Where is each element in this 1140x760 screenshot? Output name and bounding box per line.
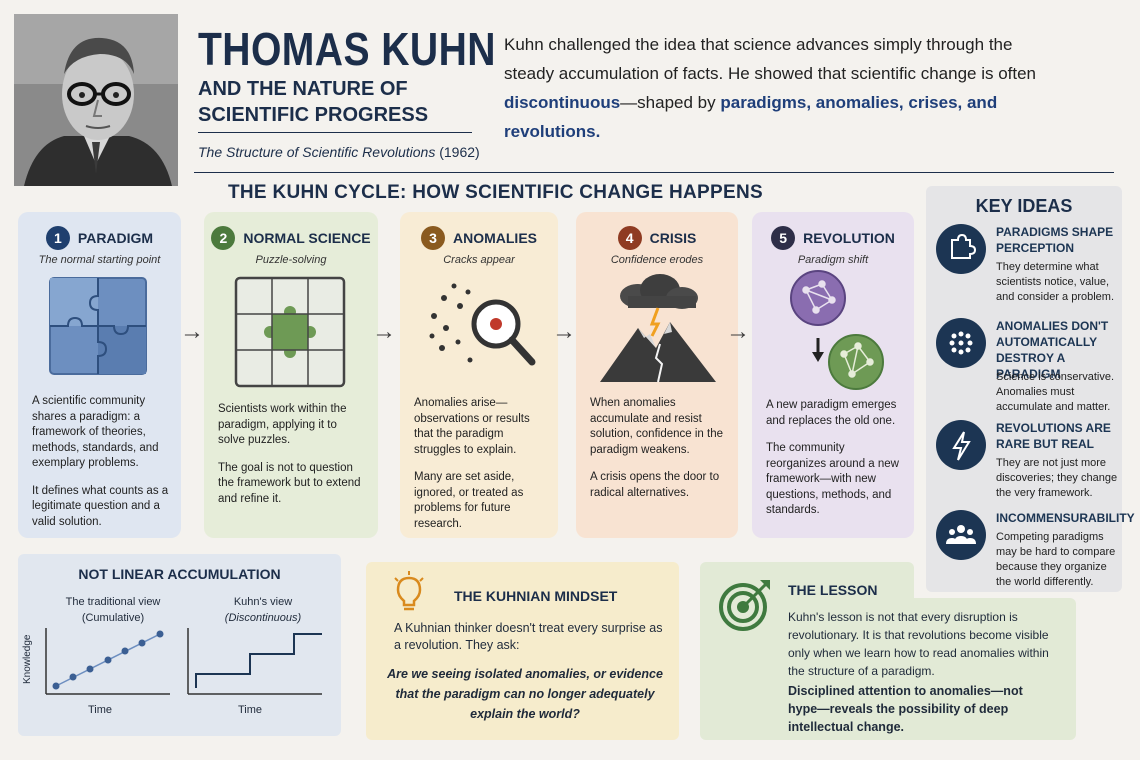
stage-paragraph-1: Scientists work within the paradigm, app… <box>218 403 347 446</box>
lightbulb-icon <box>394 571 424 611</box>
target-icon <box>719 580 770 631</box>
page-subtitle: AND THE NATURE OF SCIENTIFIC PROGRESS <box>198 76 468 128</box>
key-ideas-title: KEY IDEAS <box>975 196 1073 216</box>
lightning-icon <box>936 420 986 470</box>
stage-description: A new paradigm emerges and replaces the … <box>766 398 902 531</box>
mindset-title: THE KUHNIAN MINDSET <box>454 588 618 604</box>
stage-tag: Cracks appear <box>443 254 515 266</box>
stage-paragraph-2: The goal is not to question the framewor… <box>218 461 361 505</box>
kuhn-view-label: Kuhn's view (Discontinuous) <box>198 594 328 626</box>
traditional-view-sub: (Cumulative) <box>81 612 145 624</box>
key-idea-desc: Competing paradigms may be hard to compa… <box>996 531 1116 588</box>
header-divider <box>194 172 1114 173</box>
traditional-view-title: The traditional view <box>65 596 161 608</box>
mindset-text: A Kuhnian thinker doesn't treat every su… <box>394 621 663 652</box>
stage-tag: Confidence erodes <box>610 254 704 266</box>
stage-number: 4 <box>617 226 642 250</box>
stage-card-crisis: 4 CRISIS Confidence erodes When anomalies… <box>576 212 738 538</box>
stage-card-normal-science: 2 NORMAL SCIENCE Puzzle-solving Scientist… <box>204 212 378 538</box>
stage-description: Scientists work within the paradigm, app… <box>218 402 366 519</box>
x-axis-label-left: Time <box>88 704 113 716</box>
stage-card-anomalies: 3 ANOMALIES Cracks appear Anomalies arise… <box>400 212 558 538</box>
traditional-view-label: The traditional view (Cumulative) <box>38 594 188 626</box>
lesson-bold-text: Disciplined attention to anomalies—not h… <box>788 684 1023 734</box>
stage-card-paradigm: 1 PARADIGM The normal starting point A sc… <box>18 212 181 538</box>
lesson-text: Kuhn's lesson is not that every disrupti… <box>788 610 1049 678</box>
not-linear-panel: NOT LINEAR ACCUMULATION The traditional … <box>18 554 341 736</box>
not-linear-title: NOT LINEAR ACCUMULATION <box>78 566 281 582</box>
arrow-right-icon: → <box>372 318 396 345</box>
stage-tag: Paradigm shift <box>797 254 869 266</box>
y-axis-label: Knowledge <box>22 634 33 684</box>
lesson-panel <box>700 598 1076 740</box>
key-idea-desc: They are not just more discoveries; they… <box>996 457 1118 499</box>
book-year: (1962) <box>435 144 480 160</box>
stage-number: 2 <box>211 226 236 250</box>
key-idea-title: PARADIGMS SHAPE PERCEPTION <box>996 225 1114 255</box>
lesson-title: THE LESSON <box>788 582 878 598</box>
kuhn-view-title: Kuhn's view <box>233 596 293 608</box>
puzzle-grid-icon <box>234 276 346 388</box>
kuhn-view-sub: (Discontinuous) <box>224 612 302 624</box>
stage-name: PARADIGM <box>77 230 154 246</box>
key-ideas-panel: KEY IDEAS PARADIGMS SHAPE PERCEPTION The… <box>926 186 1135 592</box>
people-icon <box>936 510 986 560</box>
paradigm-shift-icon <box>790 270 884 390</box>
stage-paragraph-1: A scientific community shares a paradigm… <box>32 395 159 469</box>
intro-text: Kuhn challenged the idea that science ad… <box>504 30 1064 146</box>
puzzle-icon <box>936 224 986 274</box>
cumulative-chart <box>45 628 170 695</box>
stage-paragraph-1: When anomalies accumulate and resist sol… <box>590 397 723 456</box>
page-title: THOMAS KUHN <box>198 23 496 75</box>
stage-card-revolution: 5 REVOLUTION Paradigm shift A new paradig… <box>752 212 914 538</box>
subtitle-line-2: SCIENTIFIC PROGRESS <box>198 104 429 126</box>
arrow-right-icon: → <box>726 318 750 345</box>
cycle-title: THE KUHN CYCLE: HOW SCIENTIFIC CHANGE HA… <box>228 182 763 203</box>
stage-name: CRISIS <box>649 230 697 246</box>
key-idea-title: ANOMALIES DON'T AUTOMATICALLY DESTROY A … <box>996 319 1109 381</box>
stage-description: Anomalies arise—observations or results … <box>414 396 546 544</box>
title-divider <box>198 132 472 133</box>
key-idea-title: REVOLUTIONS ARE RARE BUT REAL <box>996 421 1111 451</box>
stage-name: REVOLUTION <box>803 230 895 246</box>
stage-paragraph-2: A crisis opens the door to radical alter… <box>590 471 720 499</box>
stage-tag: Puzzle-solving <box>255 254 327 266</box>
magnifier-icon <box>429 283 536 366</box>
key-idea-desc: Science is conservative. Anomalies must … <box>996 371 1114 413</box>
stage-description: A scientific community shares a paradigm… <box>32 394 169 542</box>
intro-highlight-1: discontinuous <box>504 93 621 112</box>
stage-number: 5 <box>771 226 796 250</box>
key-idea-title: INCOMMENSURABILITY <box>996 511 1135 525</box>
x-axis-label-right: Time <box>238 704 263 716</box>
stage-name: ANOMALIES <box>453 230 537 246</box>
kuhn-portrait <box>14 14 178 186</box>
storm-mountain-icon <box>600 274 716 383</box>
arrow-right-icon: → <box>552 318 576 345</box>
intro-highlight-2: paradigms, anomalies, crises, and revolu… <box>504 93 998 141</box>
stage-tag: The normal starting point <box>38 254 161 266</box>
stage-paragraph-1: A new paradigm emerges and replaces the … <box>766 399 897 427</box>
book-title: The Structure of Scientific Revolutions <box>198 144 436 160</box>
discontinuous-chart <box>187 628 322 695</box>
stage-paragraph-2: It defines what counts as a legitimate q… <box>32 484 169 528</box>
arrow-right-icon: → <box>180 318 204 345</box>
subtitle-line-1: AND THE NATURE OF <box>198 78 408 100</box>
book-reference: The Structure of Scientific Revolutions … <box>198 144 480 160</box>
stage-name: NORMAL SCIENCE <box>243 230 371 246</box>
key-idea-desc: They determine what scientists notice, v… <box>996 261 1115 303</box>
stage-paragraph-2: The community reorganizes around a new f… <box>766 442 899 516</box>
stage-description: When anomalies accumulate and resist sol… <box>590 396 726 513</box>
intro-part-1: Kuhn challenged the idea that science ad… <box>504 35 1037 83</box>
stage-paragraph-2: Many are set aside, ignored, or treated … <box>414 471 524 530</box>
mindset-question: Are we seeing isolated anomalies, or evi… <box>387 667 663 721</box>
intro-part-2: —shaped by <box>620 93 721 112</box>
stage-number: 1 <box>45 226 70 250</box>
stage-number: 3 <box>421 226 445 250</box>
puzzle-icon <box>49 277 147 375</box>
stage-paragraph-1: Anomalies arise—observations or results … <box>414 397 530 456</box>
dots-icon <box>936 318 986 368</box>
mindset-panel: THE KUHNIAN MINDSET A Kuhnian thinker do… <box>366 562 679 740</box>
